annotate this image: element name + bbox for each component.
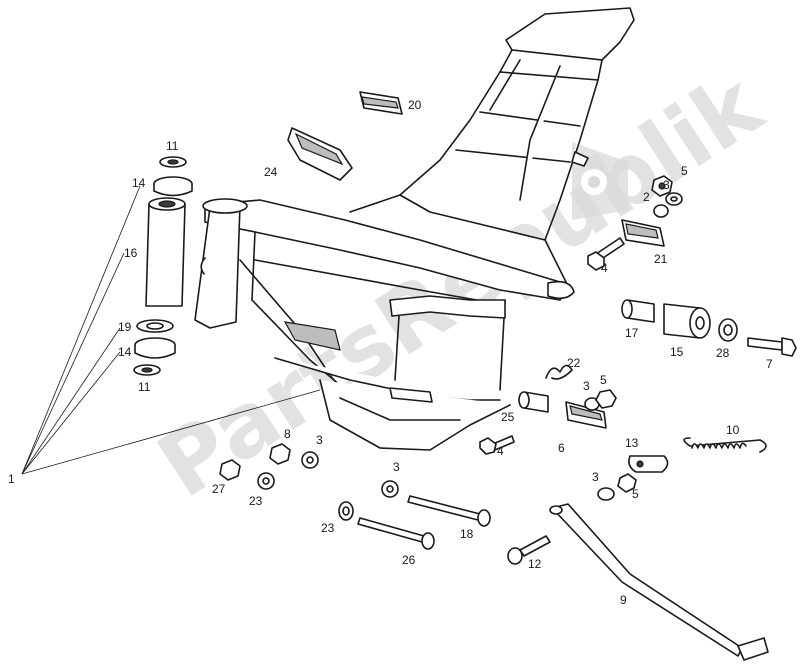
spacer-25[interactable] [518, 391, 549, 413]
callout-22: 22 [567, 356, 581, 370]
bolt-18[interactable] [407, 495, 491, 527]
callout-19: 19 [118, 320, 132, 334]
callout-1: 1 [8, 472, 15, 486]
bracket-13[interactable] [628, 455, 669, 473]
bolt-7[interactable] [747, 337, 797, 357]
callout-4: 4 [497, 444, 504, 458]
callout-27: 27 [212, 482, 226, 496]
bolt-4-lower[interactable] [479, 435, 515, 455]
leader-lines [21, 185, 321, 475]
spacer-tube-16[interactable] [145, 203, 186, 307]
callout-18: 18 [460, 527, 474, 541]
callout-28: 28 [716, 346, 730, 360]
callout-20: 20 [408, 98, 422, 112]
washer-3-center[interactable] [381, 480, 399, 498]
footpeg-21[interactable] [621, 219, 665, 247]
callout-7: 7 [766, 357, 773, 371]
spring-22[interactable] [545, 364, 573, 380]
bolt-4-upper[interactable] [587, 237, 625, 271]
callout-25: 25 [501, 410, 515, 424]
callout-5: 5 [600, 373, 607, 387]
callout-13: 13 [625, 436, 639, 450]
callout-17: 17 [625, 326, 639, 340]
callout-15: 15 [670, 345, 684, 359]
callout-16: 16 [124, 246, 138, 260]
callout-3: 3 [663, 178, 670, 192]
callout-23: 23 [249, 494, 263, 508]
bushing-17[interactable] [621, 299, 655, 323]
callout-8: 8 [284, 427, 291, 441]
washer-3-left[interactable] [301, 451, 319, 469]
washer-23-left[interactable] [257, 472, 275, 490]
callout-3: 3 [393, 460, 400, 474]
fastener-set-center-right[interactable] [584, 389, 617, 411]
steering-bearing-stack[interactable] [133, 156, 193, 376]
side-stand-9[interactable] [549, 503, 769, 661]
bolt-26[interactable] [357, 517, 435, 550]
callout-3: 3 [316, 433, 323, 447]
callout-10: 10 [726, 423, 740, 437]
callout-5: 5 [681, 164, 688, 178]
fastener-set-upper-right[interactable] [651, 175, 683, 218]
washer-23-center[interactable] [338, 501, 354, 521]
callout-11: 11 [166, 139, 179, 153]
footpeg-20[interactable] [359, 91, 403, 115]
nut-8[interactable] [269, 443, 291, 465]
footpeg-24[interactable] [287, 127, 353, 181]
callout-9: 9 [620, 593, 627, 607]
bushing-15[interactable] [663, 303, 711, 339]
fastener-set-lower-right[interactable] [597, 473, 637, 501]
callout-24: 24 [264, 165, 278, 179]
callout-23: 23 [321, 521, 335, 535]
callout-3: 3 [583, 379, 590, 393]
nut-27[interactable] [219, 459, 241, 481]
callout-3: 3 [592, 470, 599, 484]
callout-11: 11 [138, 380, 151, 394]
callout-6: 6 [558, 441, 565, 455]
spring-10[interactable] [683, 437, 767, 453]
callout-14: 14 [118, 345, 132, 359]
callout-26: 26 [402, 553, 416, 567]
callout-12: 12 [528, 557, 542, 571]
callout-21: 21 [654, 252, 668, 266]
callout-labels: 1 2 3 3 3 3 3 4 4 5 5 5 6 7 8 9 10 11 11… [8, 98, 773, 607]
callout-14: 14 [132, 176, 146, 190]
callout-5: 5 [632, 487, 639, 501]
bolt-12[interactable] [507, 535, 551, 565]
washer-28[interactable] [718, 318, 738, 342]
main-frame[interactable] [194, 7, 635, 451]
callout-2: 2 [643, 190, 650, 204]
callout-4: 4 [601, 261, 608, 275]
